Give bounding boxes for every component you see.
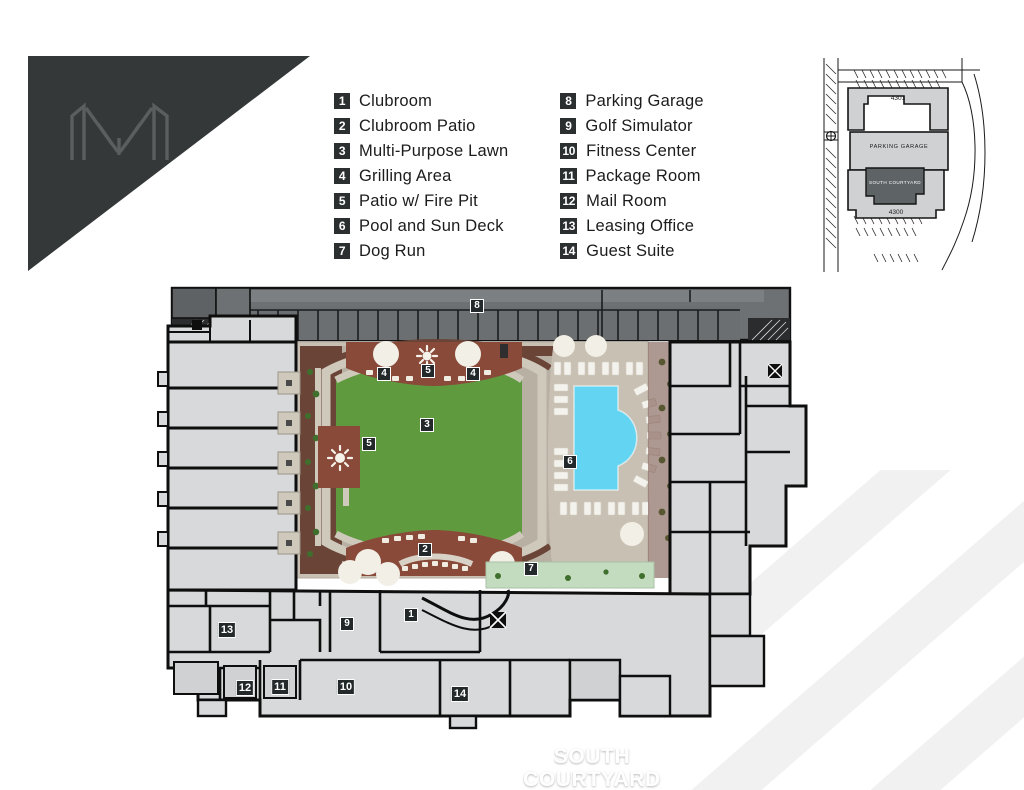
legend-badge-1: 1 bbox=[334, 93, 350, 109]
west-apartment-wing bbox=[157, 340, 301, 592]
legend-label-5: Patio w/ Fire Pit bbox=[359, 191, 478, 210]
legend-label-12: Mail Room bbox=[586, 191, 667, 210]
marker-clubroom-patio[interactable]: 2 bbox=[418, 543, 432, 557]
legend-item-1[interactable]: 1 Clubroom bbox=[334, 90, 508, 112]
legend-badge-6: 6 bbox=[334, 218, 350, 234]
clubroom-patio bbox=[338, 530, 522, 586]
east-apartment-wing bbox=[668, 340, 808, 596]
legend-item-3[interactable]: 3 Multi-Purpose Lawn bbox=[334, 140, 508, 162]
legend-item-7[interactable]: 7 Dog Run bbox=[334, 240, 508, 262]
legend-badge-12: 12 bbox=[560, 193, 578, 209]
legend-label-9: Golf Simulator bbox=[585, 116, 693, 135]
m-monogram-logo-icon bbox=[70, 102, 169, 160]
legend-label-7: Dog Run bbox=[359, 241, 426, 260]
marker-multi-purpose-lawn[interactable]: 3 bbox=[420, 418, 434, 432]
legend-badge-8: 8 bbox=[560, 93, 577, 109]
legend-item-13[interactable]: 13 Leasing Office bbox=[560, 215, 703, 237]
legend-label-2: Clubroom Patio bbox=[359, 116, 476, 135]
legend-badge-4: 4 bbox=[334, 168, 350, 184]
legend-item-8[interactable]: 8 Parking Garage bbox=[560, 90, 704, 112]
legend-label-11: Package Room bbox=[585, 166, 701, 185]
vicinity-inset-map[interactable]: 4301 PARKING GARAGE SOUTH COURTYARD 4300 bbox=[812, 44, 1004, 286]
inset-label-south-courtyard: SOUTH COURTYARD bbox=[869, 180, 921, 185]
legend-badge-14: 14 bbox=[560, 243, 578, 259]
legend-column-right: 8 Parking Garage 9 Golf Simulator 10 Fit… bbox=[560, 90, 704, 262]
pool-sun-deck bbox=[548, 335, 662, 578]
multi-purpose-lawn bbox=[336, 360, 522, 554]
marker-clubroom[interactable]: 1 bbox=[404, 608, 418, 622]
legend-label-8: Parking Garage bbox=[585, 91, 704, 110]
legend-label-4: Grilling Area bbox=[359, 166, 452, 185]
legend-item-5[interactable]: 5 Patio w/ Fire Pit bbox=[334, 190, 508, 212]
marker-grilling-area-right[interactable]: 4 bbox=[466, 367, 480, 381]
marker-parking-garage[interactable]: 8 bbox=[470, 299, 484, 313]
legend-item-14[interactable]: 14 Guest Suite bbox=[560, 240, 703, 262]
west-fire-pit bbox=[318, 426, 360, 488]
legend-badge-2: 2 bbox=[334, 118, 350, 134]
marker-fire-pit-west[interactable]: 5 bbox=[362, 437, 376, 451]
amenity-legend: 1 Clubroom 2 Clubroom Patio 3 Multi-Purp… bbox=[334, 90, 704, 262]
legend-badge-10: 10 bbox=[560, 143, 578, 159]
marker-mail-room[interactable]: 12 bbox=[235, 680, 255, 696]
legend-label-3: Multi-Purpose Lawn bbox=[359, 141, 509, 160]
legend-item-9[interactable]: 9 Golf Simulator bbox=[560, 115, 703, 137]
dog-run bbox=[485, 561, 655, 589]
main-floorplan[interactable]: SOUTH COURTYARD 8 4 5 4 3 5 6 2 7 13 9 1 12 11 10 14 bbox=[150, 276, 830, 790]
logo-banner bbox=[28, 56, 310, 271]
legend-item-6[interactable]: 6 Pool and Sun Deck bbox=[334, 215, 508, 237]
northwest-units bbox=[166, 314, 298, 344]
marker-guest-suite[interactable]: 14 bbox=[450, 686, 470, 702]
marker-grilling-area-left[interactable]: 4 bbox=[377, 367, 391, 381]
legend-badge-5: 5 bbox=[334, 193, 350, 209]
marker-fitness-center[interactable]: 10 bbox=[336, 679, 356, 695]
legend-column-left: 1 Clubroom 2 Clubroom Patio 3 Multi-Purp… bbox=[334, 90, 508, 262]
legend-item-10[interactable]: 10 Fitness Center bbox=[560, 140, 703, 162]
legend-badge-3: 3 bbox=[334, 143, 350, 159]
courtyard-title: SOUTH COURTYARD bbox=[523, 745, 661, 790]
legend-label-14: Guest Suite bbox=[586, 241, 675, 260]
legend-item-4[interactable]: 4 Grilling Area bbox=[334, 165, 508, 187]
legend-label-13: Leasing Office bbox=[586, 216, 695, 235]
inset-label-south-building: 4300 bbox=[889, 209, 904, 216]
legend-label-6: Pool and Sun Deck bbox=[359, 216, 504, 235]
marker-pool-sun-deck[interactable]: 6 bbox=[563, 455, 577, 469]
marker-package-room[interactable]: 11 bbox=[271, 679, 289, 695]
lower-amenity-level bbox=[166, 588, 766, 718]
legend-item-11[interactable]: 11 Package Room bbox=[560, 165, 703, 187]
legend-badge-13: 13 bbox=[560, 218, 578, 234]
legend-label-10: Fitness Center bbox=[586, 141, 697, 160]
inset-label-parking-garage: PARKING GARAGE bbox=[870, 144, 929, 150]
legend-label-1: Clubroom bbox=[359, 91, 433, 110]
legend-item-12[interactable]: 12 Mail Room bbox=[560, 190, 703, 212]
marker-dog-run[interactable]: 7 bbox=[524, 562, 538, 576]
floorplan-drawing bbox=[157, 286, 808, 730]
legend-badge-9: 9 bbox=[560, 118, 577, 134]
legend-badge-11: 11 bbox=[560, 168, 577, 184]
marker-leasing-office[interactable]: 13 bbox=[217, 622, 237, 638]
inset-label-north-building: 4301 bbox=[891, 95, 906, 102]
marker-golf-simulator[interactable]: 9 bbox=[340, 617, 354, 631]
legend-item-2[interactable]: 2 Clubroom Patio bbox=[334, 115, 508, 137]
legend-badge-7: 7 bbox=[334, 243, 350, 259]
marker-fire-pit-north[interactable]: 5 bbox=[421, 364, 435, 378]
logo-banner-triangle bbox=[28, 56, 310, 271]
